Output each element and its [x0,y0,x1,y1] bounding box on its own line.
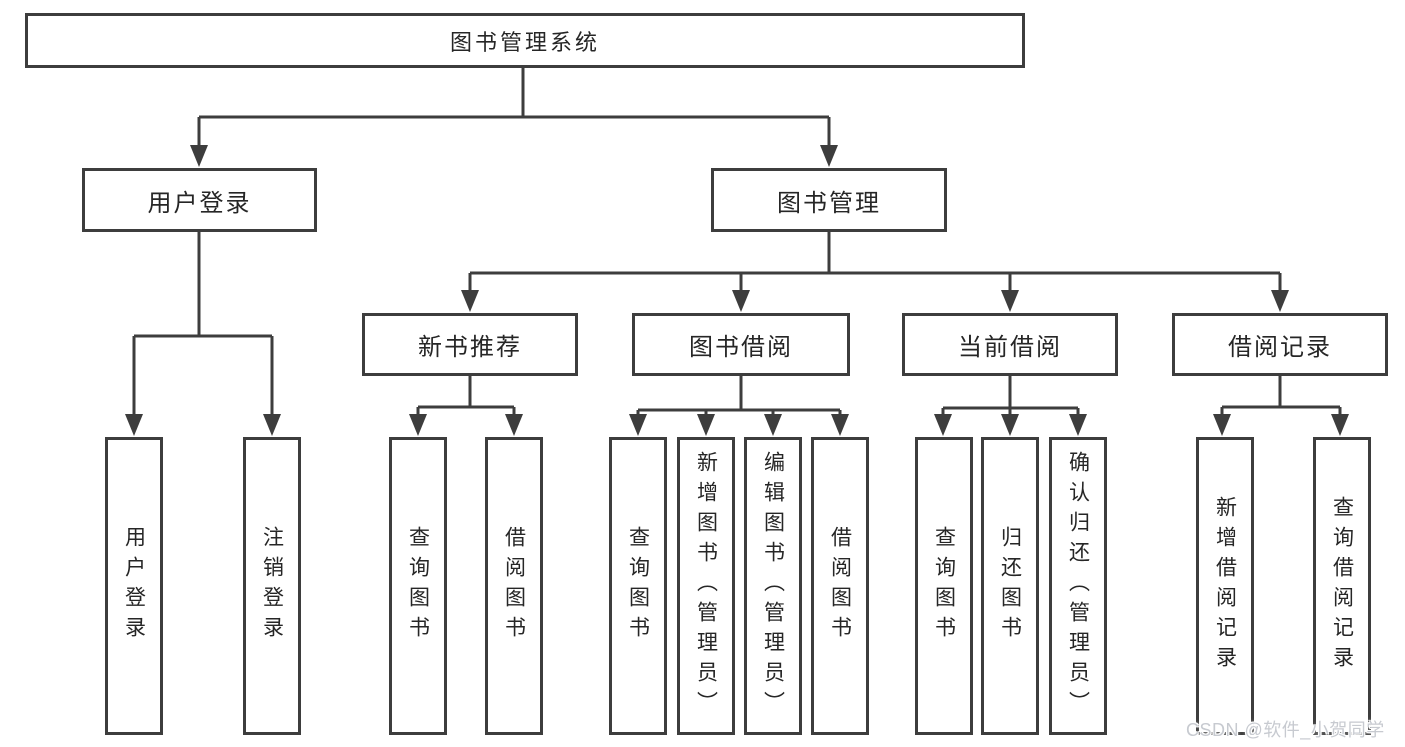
node-book-borrowing: 图书借阅 [632,313,850,376]
node-user-login: 用户登录 [82,168,317,232]
leaf-label: 新增图书（管理员） [694,451,718,721]
connector-arrowhead-6 [1001,290,1019,312]
node-leaf-borrow-books: 借阅图书 [811,437,869,735]
connector-arrowhead-13 [831,414,849,436]
node-book-management-label: 图书管理 [777,189,881,217]
leaf-label: 新增借阅记录 [1213,496,1237,676]
node-leaf-add-books-admin: 新增图书（管理员） [677,437,735,735]
csdn-watermark: CSDN @软件_小贺同学 [1186,720,1385,740]
node-leaf-add-borrow-record: 新增借阅记录 [1196,437,1254,735]
connector-arrowhead-12 [764,414,782,436]
connector-arrowhead-17 [1213,414,1231,436]
leaf-label: 查询图书 [626,526,650,646]
leaf-label: 编辑图书（管理员） [761,451,785,721]
leaf-label: 借阅图书 [502,526,526,646]
leaf-label: 注销登录 [260,526,284,646]
node-leaf-query-books-recommend: 查询图书 [389,437,447,735]
connector-arrowhead-11 [697,414,715,436]
connector-arrowhead-16 [1069,414,1087,436]
leaf-label: 确认归还（管理员） [1066,451,1090,721]
connector-arrowhead-1 [820,145,838,167]
connector-arrowhead-10 [629,414,647,436]
node-book-borrowing-label: 图书借阅 [689,334,793,361]
node-leaf-borrow-books-recommend: 借阅图书 [485,437,543,735]
node-borrowing-records: 借阅记录 [1172,313,1388,376]
node-leaf-user-login: 用户登录 [105,437,163,735]
connector-arrowhead-14 [934,414,952,436]
connector-arrowhead-2 [125,414,143,436]
node-leaf-query-borrow-record: 查询借阅记录 [1313,437,1371,735]
node-current-borrowing: 当前借阅 [902,313,1118,376]
connector-arrowhead-15 [1001,414,1019,436]
node-book-management: 图书管理 [711,168,947,232]
node-root: 图书管理系统 [25,13,1025,68]
connector-arrowhead-4 [461,290,479,312]
node-leaf-edit-books-admin: 编辑图书（管理员） [744,437,802,735]
leaf-label: 借阅图书 [828,526,852,646]
leaf-label: 查询图书 [406,526,430,646]
leaf-label: 用户登录 [122,526,146,646]
leaf-label: 归还图书 [998,526,1022,646]
node-borrowing-records-label: 借阅记录 [1228,334,1332,361]
connector-arrowhead-3 [263,414,281,436]
connector-arrowhead-18 [1331,414,1349,436]
node-leaf-query-books-current: 查询图书 [915,437,973,735]
node-root-label: 图书管理系统 [449,29,600,55]
leaf-label: 查询借阅记录 [1330,496,1354,676]
node-current-borrowing-label: 当前借阅 [958,334,1062,361]
connector-arrowhead-8 [409,414,427,436]
node-user-login-label: 用户登录 [147,189,252,217]
node-leaf-logout: 注销登录 [243,437,301,735]
node-leaf-query-books-borrowing: 查询图书 [609,437,667,735]
node-leaf-confirm-return-admin: 确认归还（管理员） [1049,437,1107,735]
connector-arrowhead-5 [732,290,750,312]
leaf-label: 查询图书 [932,526,956,646]
node-new-book-recommend: 新书推荐 [362,313,578,376]
node-leaf-return-books: 归还图书 [981,437,1039,735]
connector-arrowhead-7 [1271,290,1289,312]
connector-arrowhead-0 [190,145,208,167]
node-new-book-recommend-label: 新书推荐 [418,334,522,361]
connector-arrowhead-9 [505,414,523,436]
